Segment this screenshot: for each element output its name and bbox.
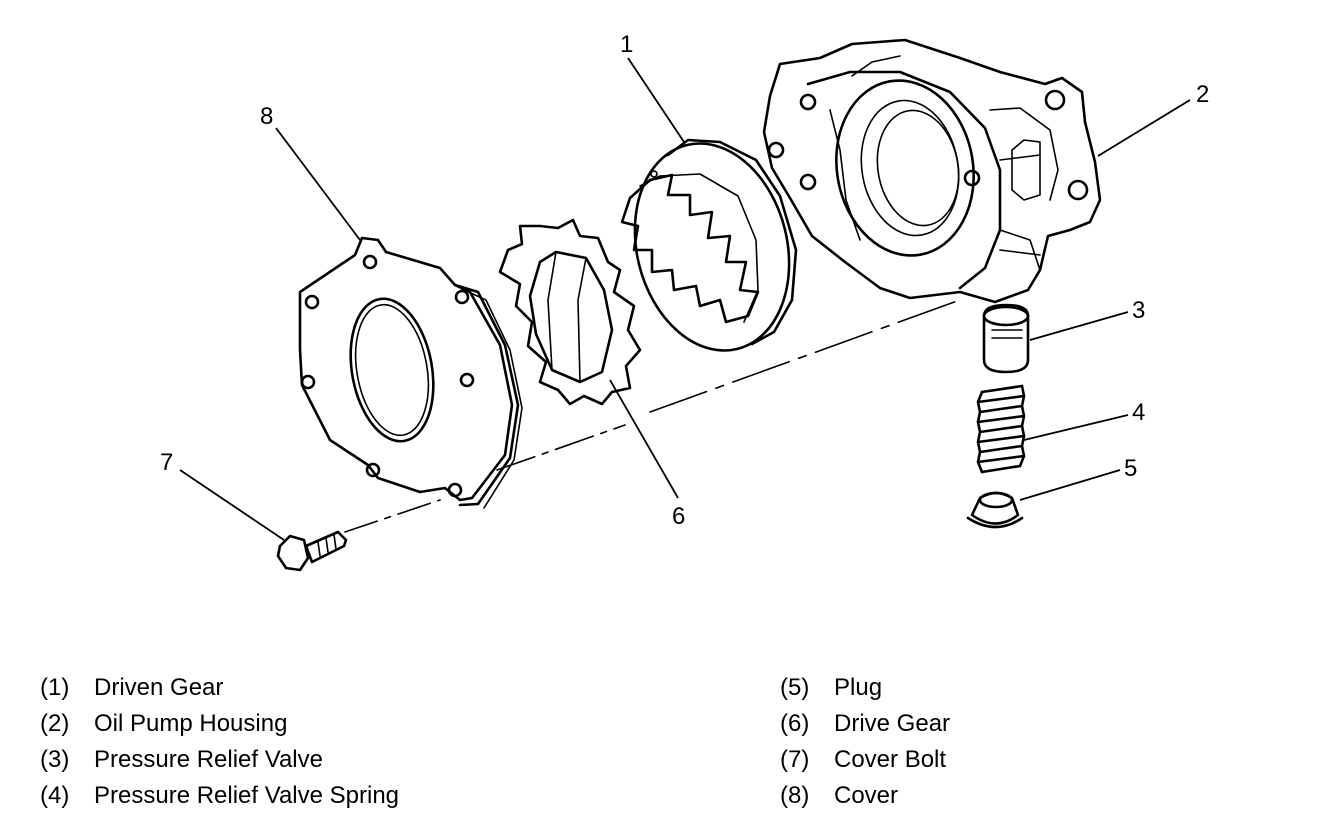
legend-item: (6) Drive Gear [780, 706, 950, 742]
callout-2: 2 [1196, 81, 1209, 108]
legend-item-number: (8) [780, 782, 810, 809]
legend-item: (1) Driven Gear [40, 670, 399, 706]
callout-3: 3 [1132, 297, 1145, 324]
leader-lines [179, 57, 1191, 541]
legend-item-label: Cover Bolt [834, 746, 947, 773]
legend-item-label: Drive Gear [834, 710, 951, 737]
legend-item: (3) Pressure Relief Valve [40, 742, 399, 778]
legend-item-label: Pressure Relief Valve Spring [94, 782, 400, 809]
cover-part [298, 236, 523, 509]
legend-column-left: (1) Driven Gear (2) Oil Pump Housing (3) Pr… [40, 670, 399, 814]
legend-item: (5) Plug [780, 670, 950, 706]
exploded-view-diagram: 1 2 3 4 5 6 7 8 [160, 31, 1209, 572]
driven-gear-part [620, 138, 798, 352]
legend-item-label: Oil Pump Housing [94, 710, 288, 737]
legend-item: (2) Oil Pump Housing [40, 706, 399, 742]
callout-4: 4 [1132, 399, 1145, 426]
cover-bolt-part [276, 530, 348, 572]
legend-item-number: (3) [40, 746, 70, 773]
legend-item-number: (5) [780, 674, 810, 701]
callout-1: 1 [620, 31, 633, 58]
callout-8: 8 [260, 103, 273, 130]
assembly-axis-line [344, 299, 961, 533]
pressure-relief-valve-part [982, 303, 1030, 374]
pressure-relief-valve-spring-part [976, 384, 1026, 474]
legend-item-label: Pressure Relief Valve [94, 746, 323, 773]
legend-item-number: (7) [780, 746, 810, 773]
legend-item-number: (6) [780, 710, 810, 737]
callout-7: 7 [160, 449, 173, 476]
legend-item: (8) Cover [780, 778, 950, 814]
legend-column-right: (5) Plug (6) Drive Gear (7) Cover Bolt (8) C… [780, 670, 950, 814]
legend-item: (7) Cover Bolt [780, 742, 950, 778]
drive-gear-part [498, 218, 642, 406]
legend-item-label: Cover [834, 782, 899, 809]
legend-item-number: (4) [40, 782, 70, 809]
legend-item: (4) Pressure Relief Valve Spring [40, 778, 399, 814]
callout-5: 5 [1124, 455, 1137, 482]
parts-legend: (1) Driven Gear (2) Oil Pump Housing (3) Pr… [0, 670, 1328, 828]
legend-item-number: (2) [40, 710, 70, 737]
callout-6: 6 [672, 503, 685, 530]
legend-item-label: Driven Gear [94, 674, 224, 701]
oil-pump-housing-part [762, 38, 1102, 304]
plug-part [966, 491, 1024, 529]
legend-item-label: Plug [834, 674, 883, 701]
legend-item-number: (1) [40, 674, 70, 701]
